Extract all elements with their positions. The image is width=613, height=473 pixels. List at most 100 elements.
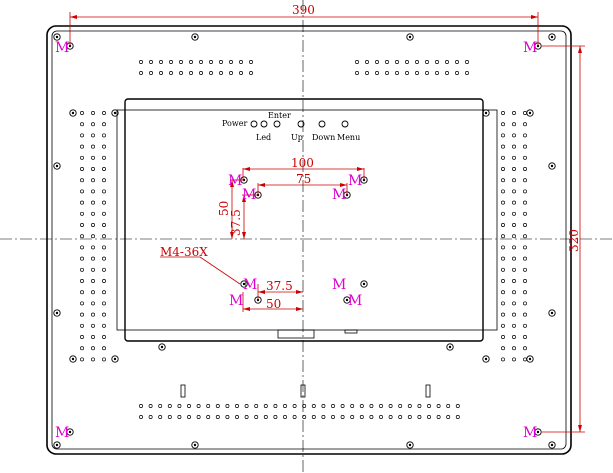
vent-hole (80, 323, 84, 328)
vent-hole (331, 404, 335, 408)
vent-hole (249, 71, 253, 75)
vent-hole (501, 312, 505, 317)
vent-hole (523, 155, 527, 160)
vent-hole (91, 167, 95, 171)
vent-hole (435, 71, 439, 75)
vent-hole (199, 60, 203, 64)
vent-hole (512, 267, 516, 272)
vent-hole (167, 415, 172, 419)
screw-center (528, 111, 532, 115)
vent-hole (80, 346, 84, 351)
vent-hole (148, 404, 153, 408)
vent-hole (512, 346, 516, 351)
vent-hole (225, 404, 230, 408)
mount-mark-label: M (523, 425, 537, 441)
vent-hole (523, 346, 527, 351)
mount-mark-label: M (242, 187, 256, 203)
vent-hole (501, 155, 505, 160)
vent-hole (359, 415, 364, 419)
vent-hole (501, 189, 505, 194)
vent-hole (445, 60, 449, 64)
dimension-label-37-5-vertical: 37.5 (229, 209, 243, 236)
display-panel-back (116, 109, 498, 331)
screw-center (550, 35, 554, 39)
vent-hole (523, 335, 527, 339)
inner-frame (51, 30, 567, 450)
vent-hole (263, 415, 268, 419)
vent-hole (501, 323, 505, 328)
vent-hole (139, 415, 143, 419)
vent-hole (283, 404, 287, 408)
mount-mark-label: M (332, 277, 346, 293)
vent-hole (455, 60, 459, 64)
vent-hole (80, 335, 84, 339)
vent-hole (215, 415, 220, 419)
vent-hole (91, 301, 95, 306)
screw-center (345, 298, 349, 302)
vent-hole (229, 71, 233, 75)
vent-hole (148, 415, 153, 419)
vent-hole (199, 71, 203, 75)
screw-center (193, 443, 197, 447)
vent-hole (512, 200, 516, 205)
vent-hole (80, 167, 84, 171)
vent-hole (436, 404, 441, 408)
vent-hole (523, 200, 527, 205)
vent-hole (340, 404, 345, 408)
vent-hole (102, 155, 106, 160)
vent-hole (501, 279, 505, 283)
vent-hole (80, 155, 84, 160)
vent-hole (523, 312, 527, 317)
vent-hole (512, 290, 516, 295)
dimension-vesa-37-5-horizontal (257, 284, 303, 300)
vent-hole (179, 60, 183, 64)
vent-hole (523, 122, 527, 127)
vent-hole (169, 71, 173, 75)
vent-hole (523, 211, 527, 216)
screw-hole (548, 162, 556, 170)
screw-hole (548, 441, 556, 449)
screw-center (536, 430, 540, 434)
vent-hole (292, 404, 297, 408)
screw-center (55, 35, 59, 39)
vent-hole (512, 256, 516, 261)
vent-hole (159, 60, 163, 64)
screw-hole (53, 162, 61, 170)
vent-hole (501, 256, 505, 261)
vent-hole (512, 357, 516, 362)
vent-hole (102, 211, 106, 216)
screw-hole (111, 355, 119, 363)
dimension-label-37-5-horizontal: 37.5 (266, 279, 293, 293)
vent-hole (91, 312, 95, 317)
vent-hole (80, 357, 84, 362)
vent-hole (375, 60, 379, 64)
led-indicator (260, 120, 268, 128)
vent-hole (292, 415, 297, 419)
vent-hole (523, 178, 527, 183)
vent-hole (512, 245, 516, 250)
screw-hole (406, 33, 414, 41)
vent-hole (465, 60, 469, 64)
screw-hole (446, 343, 454, 351)
vent-hole (91, 111, 95, 115)
slot-marks (180, 384, 431, 398)
vent-hole (405, 71, 409, 75)
screw-center (113, 357, 117, 361)
vent-hole (102, 301, 106, 306)
vent-hole (501, 200, 505, 205)
mount-mark-label: M (523, 40, 537, 56)
vent-hole (501, 267, 505, 272)
vent-hole (501, 346, 505, 351)
vent-hole (512, 122, 516, 127)
vent-hole (206, 415, 211, 419)
dimension-vesa-37-5-vertical (242, 194, 258, 239)
vent-hole (91, 133, 95, 138)
vent-hole (239, 71, 243, 75)
vent-hole (435, 60, 439, 64)
vent-hole (91, 346, 95, 351)
vent-hole (219, 71, 223, 75)
vent-hole (512, 312, 516, 317)
screw-center (484, 357, 488, 361)
vent-hole (254, 404, 259, 408)
